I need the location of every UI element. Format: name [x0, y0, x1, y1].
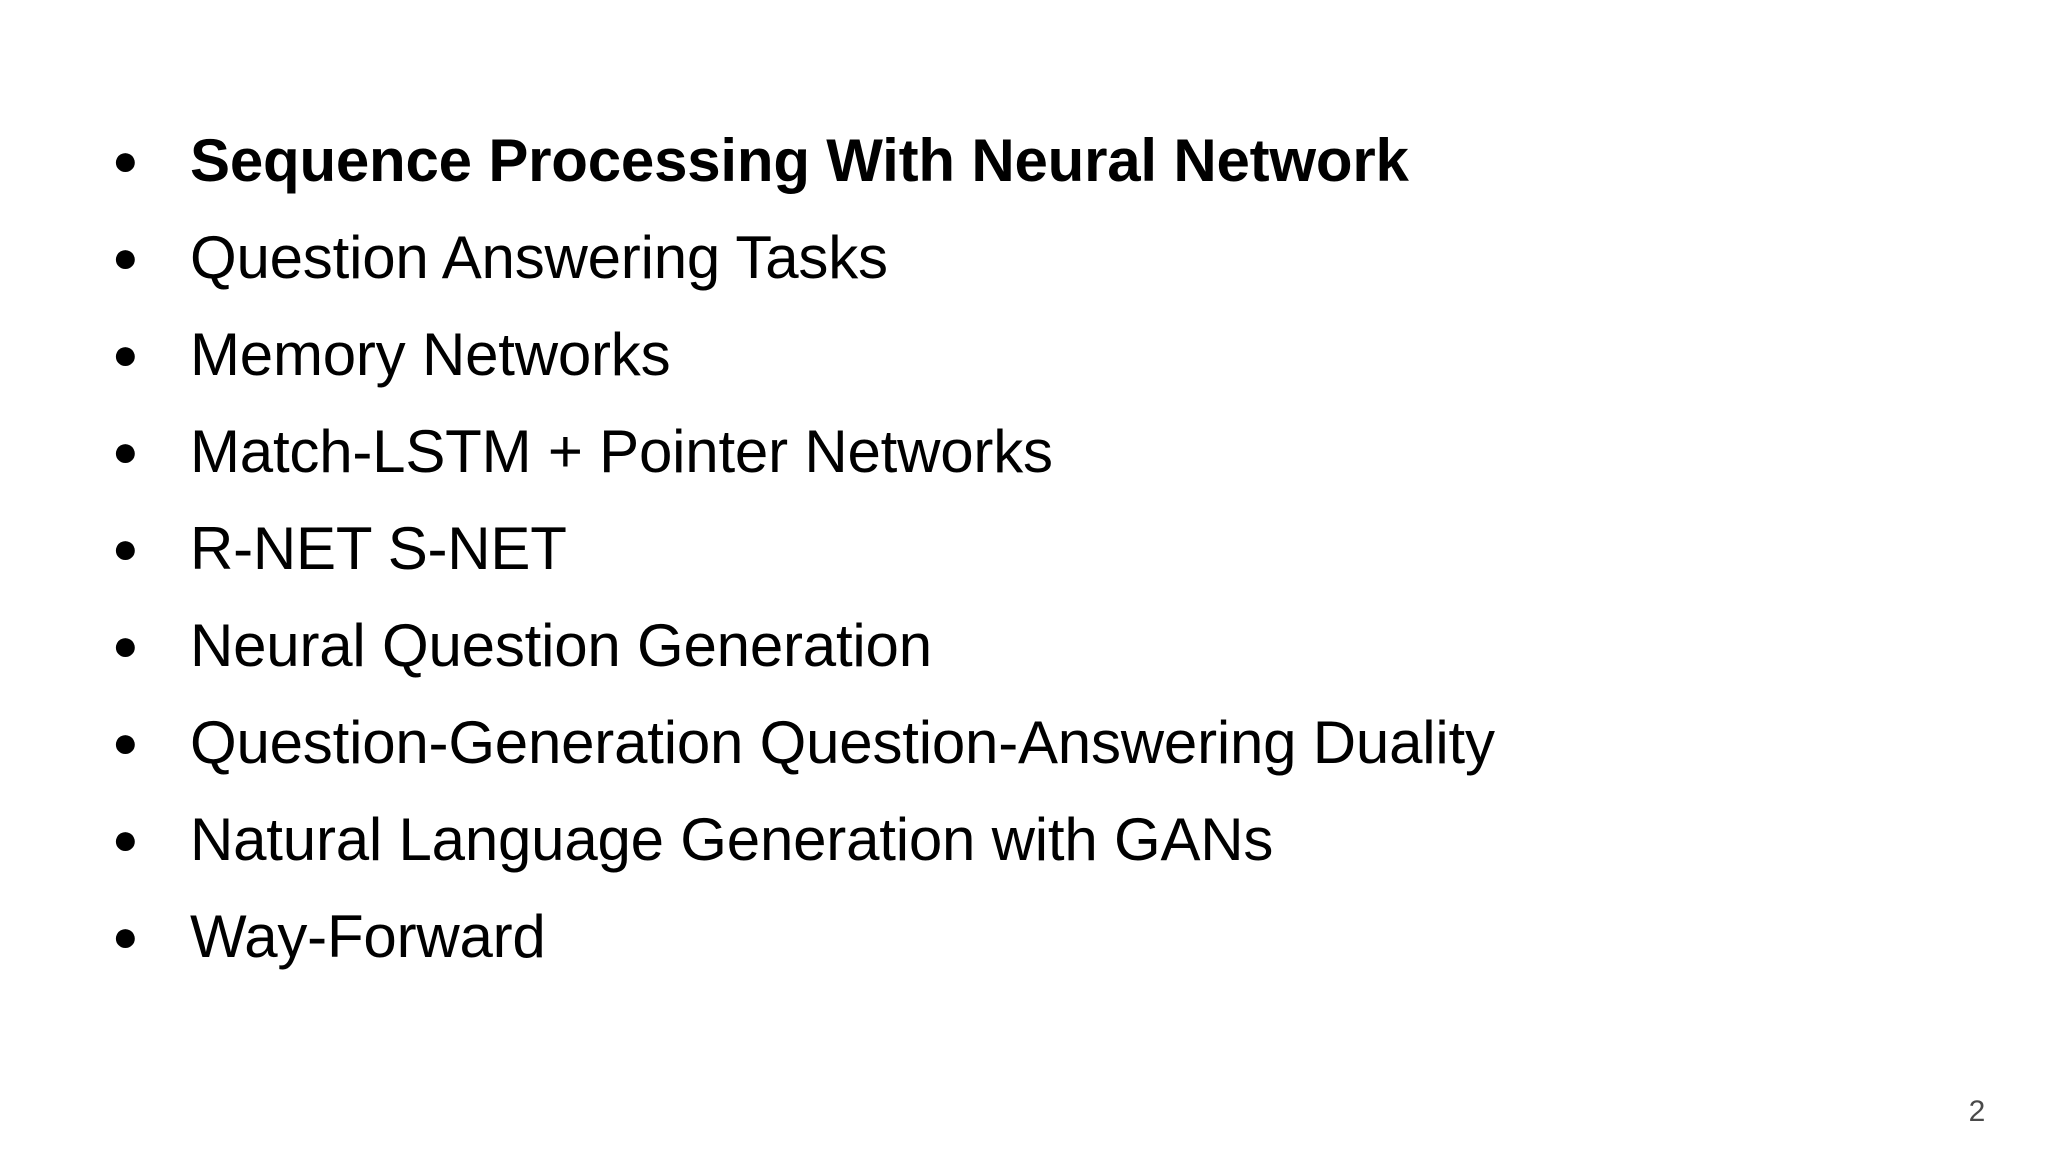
list-item[interactable]: ● Memory Networks	[112, 306, 1932, 403]
bullet-point-icon: ●	[112, 330, 139, 379]
list-item[interactable]: ● R-NET S-NET	[112, 500, 1932, 597]
bullet-point-icon: ●	[112, 912, 139, 961]
list-item-label: Natural Language Generation with GANs	[190, 806, 1274, 873]
list-item-label: Sequence Processing With Neural Network	[190, 127, 1409, 194]
page-number: 2	[1968, 1095, 1986, 1128]
list-item[interactable]: ● Natural Language Generation with GANs	[112, 791, 1932, 888]
list-item[interactable]: ● Sequence Processing With Neural Networ…	[112, 112, 1932, 209]
list-item[interactable]: ● Question-Generation Question-Answering…	[112, 694, 1932, 791]
bullet-point-icon: ●	[112, 524, 139, 573]
bullet-point-icon: ●	[112, 427, 139, 476]
bullet-point-icon: ●	[112, 815, 139, 864]
bullet-point-icon: ●	[112, 136, 139, 185]
list-item-label: Question-Generation Question-Answering D…	[190, 709, 1495, 776]
list-item[interactable]: ● Neural Question Generation	[112, 597, 1932, 694]
bullet-point-icon: ●	[112, 621, 139, 670]
list-item-label: R-NET S-NET	[190, 515, 567, 582]
list-item[interactable]: ● Match-LSTM + Pointer Networks	[112, 403, 1932, 500]
list-item-label: Memory Networks	[190, 321, 671, 388]
agenda-bullet-list: ● Sequence Processing With Neural Networ…	[112, 112, 1932, 985]
bullet-point-icon: ●	[112, 233, 139, 282]
list-item-label: Way-Forward	[190, 903, 546, 970]
list-item-label: Neural Question Generation	[190, 612, 932, 679]
bullet-point-icon: ●	[112, 718, 139, 767]
list-item[interactable]: ● Way-Forward	[112, 888, 1932, 985]
list-item-label: Match-LSTM + Pointer Networks	[190, 418, 1053, 485]
list-item-label: Question Answering Tasks	[190, 224, 888, 291]
list-item[interactable]: ● Question Answering Tasks	[112, 209, 1932, 306]
